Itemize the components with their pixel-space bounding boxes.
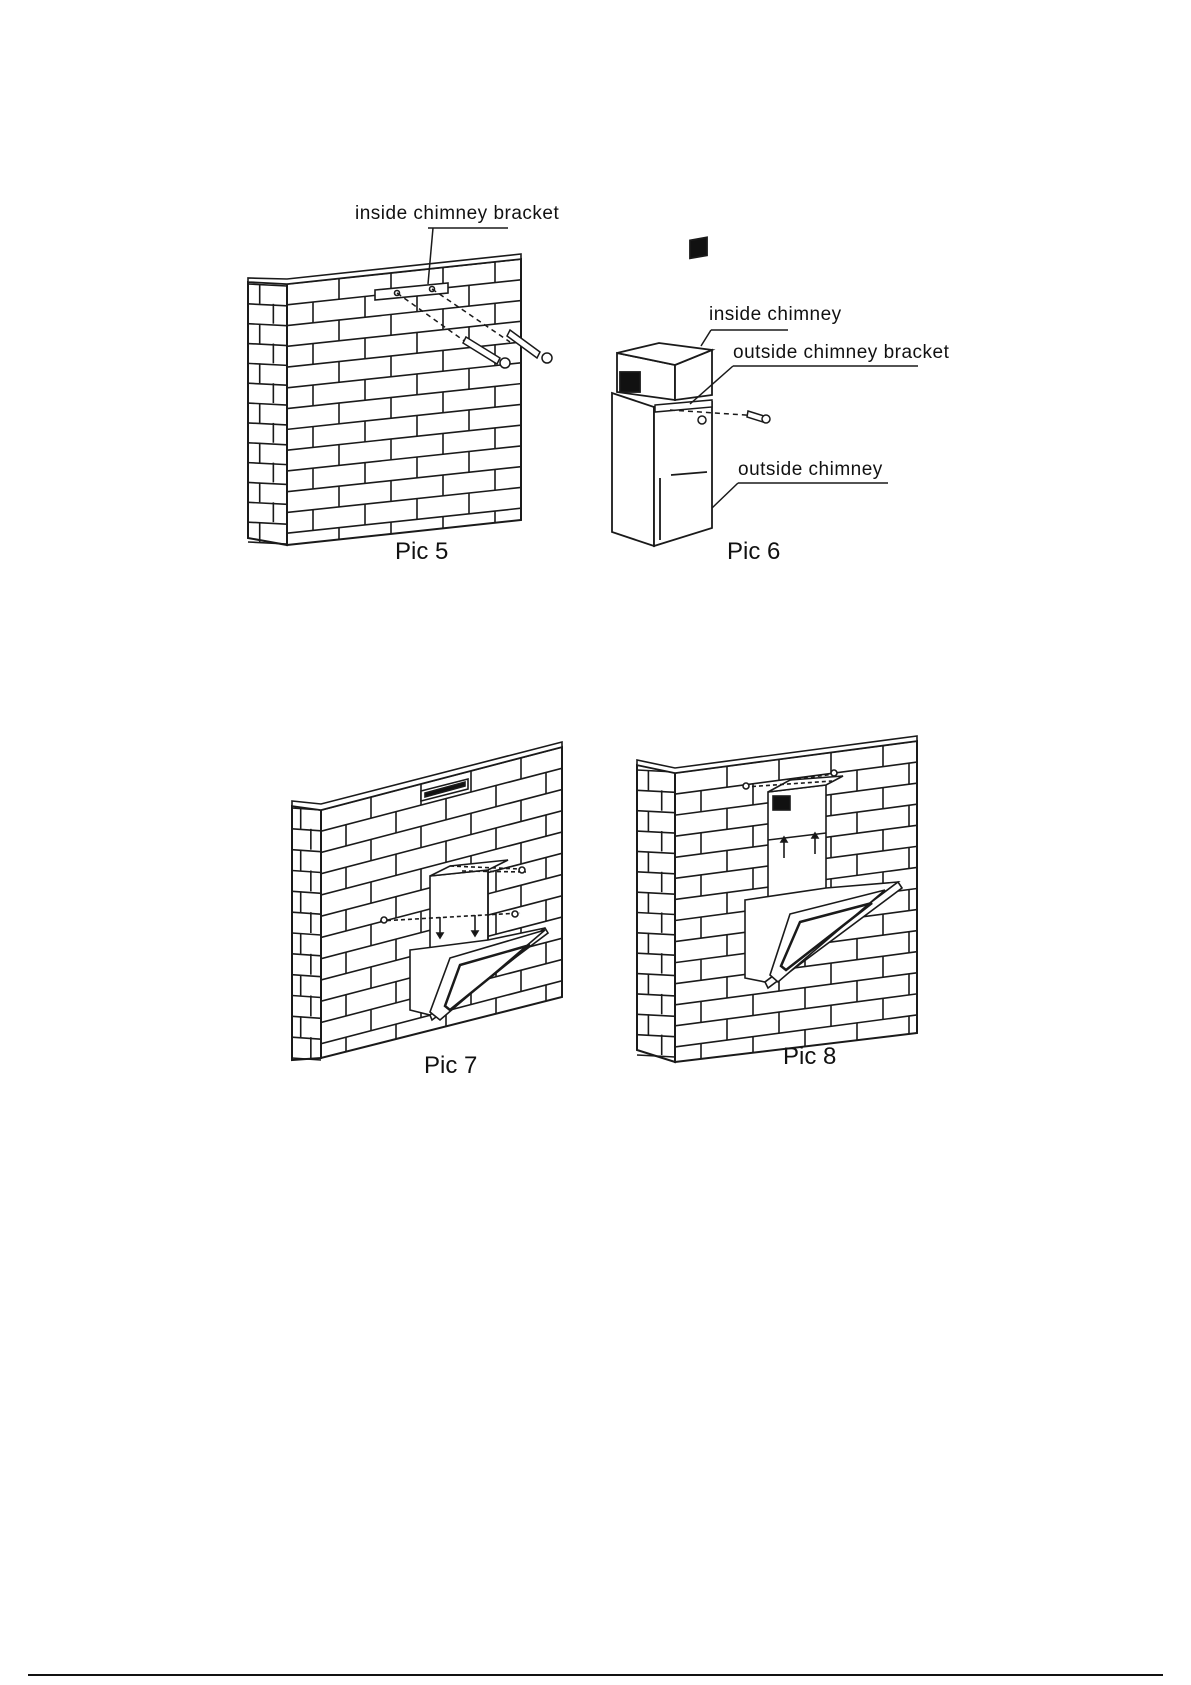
screws-pic5 (397, 289, 552, 368)
leader-inside-chimney (701, 330, 711, 346)
callout-inside-chimney: inside chimney (709, 304, 842, 325)
vent-panel-right (690, 237, 707, 258)
caption-pic7: Pic 7 (424, 1052, 477, 1079)
callout-inside-chimney-bracket: inside chimney bracket (355, 203, 559, 224)
leader-bracket (428, 228, 433, 284)
leader-outside-chimney (712, 483, 738, 508)
footer-rule (28, 1674, 1163, 1676)
callout-outside-chimney: outside chimney (738, 459, 883, 480)
caption-pic5: Pic 5 (395, 538, 448, 565)
caption-pic6: Pic 6 (727, 538, 780, 565)
pic8-hood-illustration (637, 736, 917, 1068)
inside-chimney-bracket (375, 283, 448, 300)
caption-pic8: Pic 8 (783, 1043, 836, 1070)
vent-panel-left (620, 372, 640, 392)
pic6-chimney-illustration (612, 237, 712, 546)
pic7-hood-illustration (292, 742, 562, 1065)
callout-outside-chimney-bracket: outside chimney bracket (733, 342, 950, 363)
